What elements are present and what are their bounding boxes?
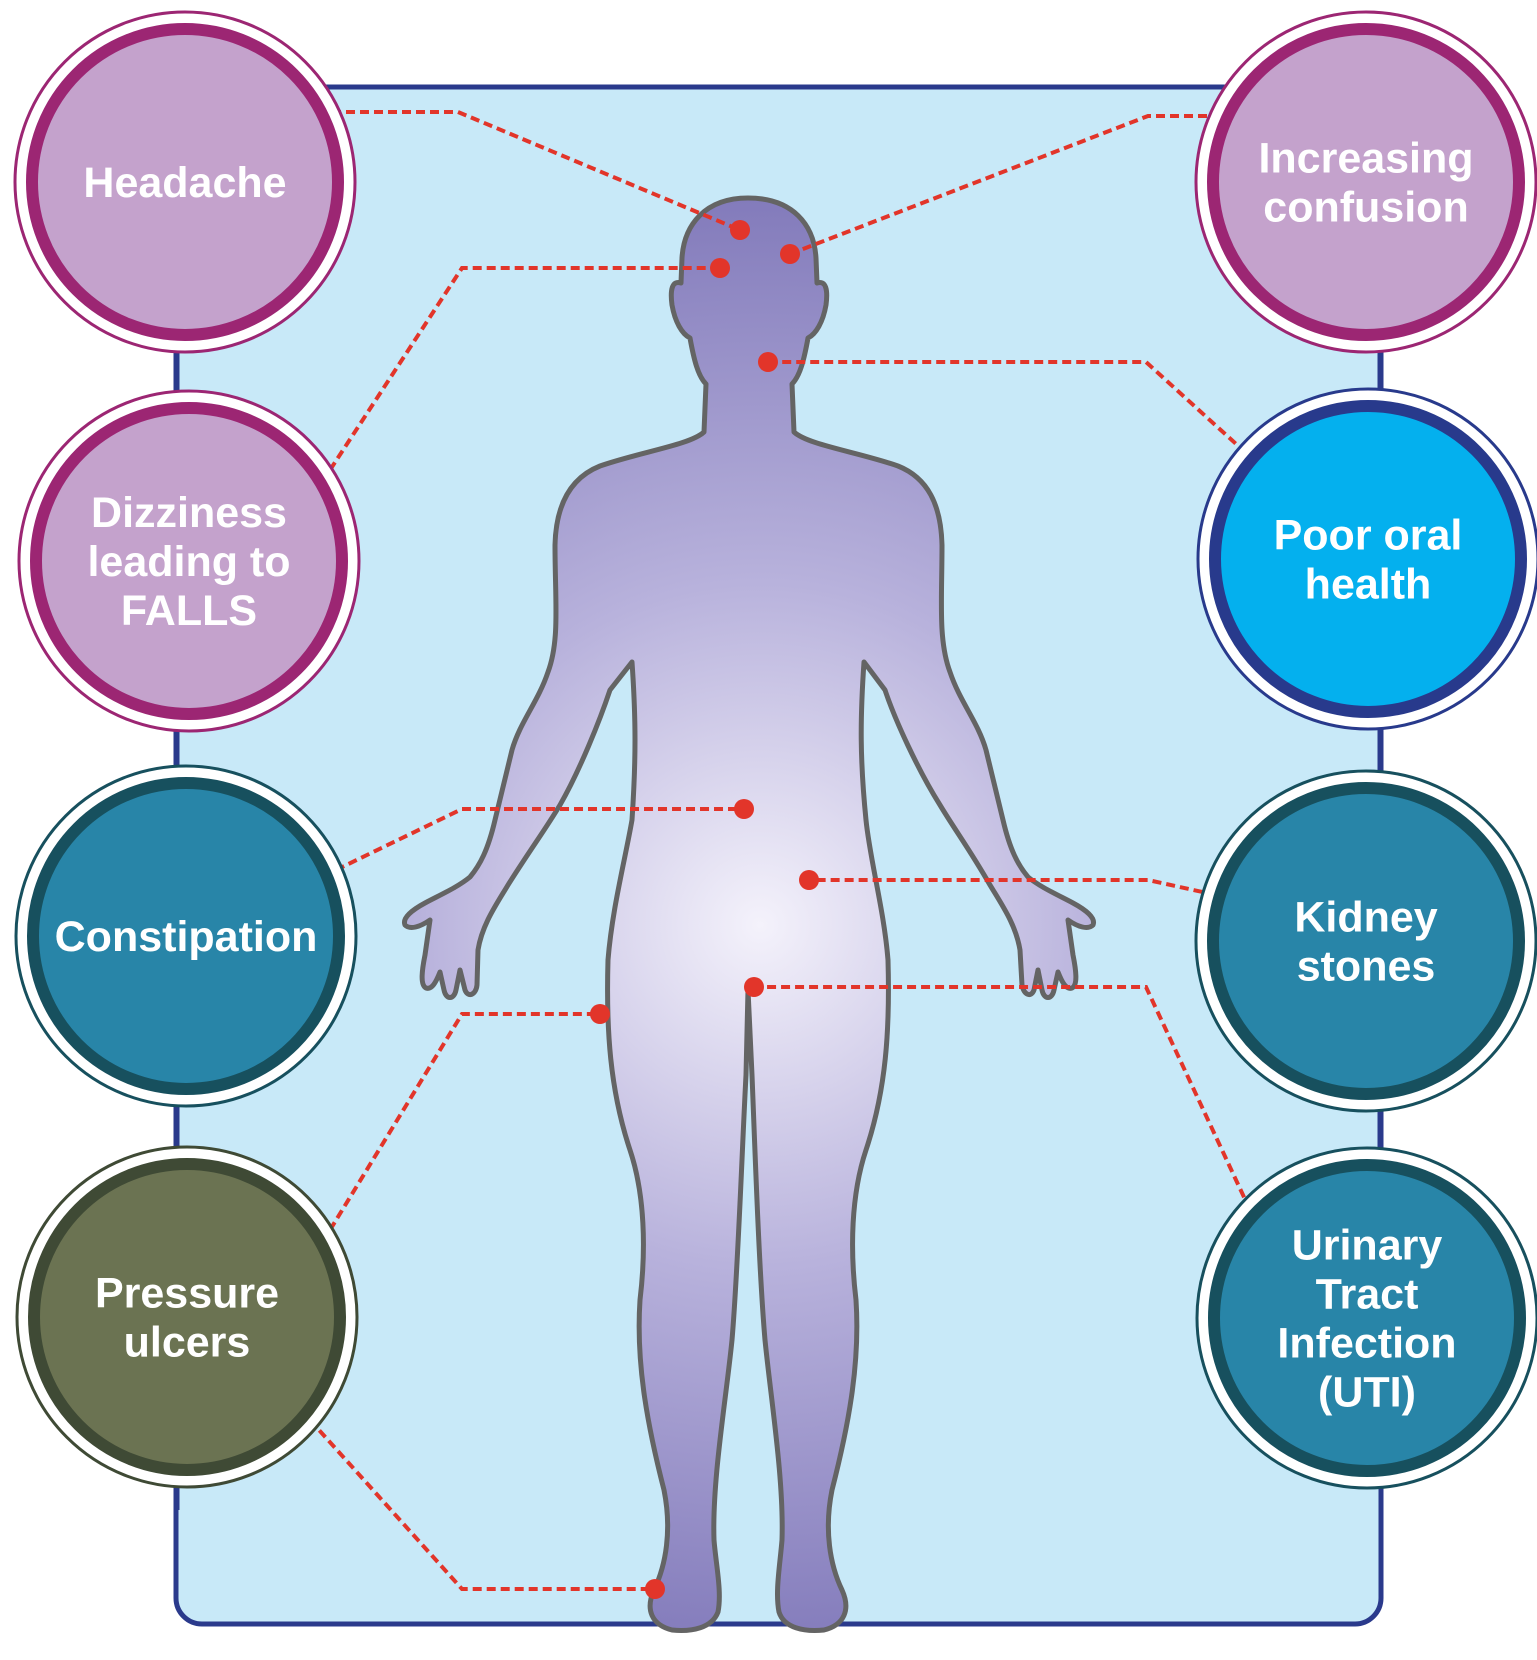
symptom-label-line: Infection bbox=[1277, 1320, 1456, 1368]
symptom-label-line: stones bbox=[1297, 943, 1436, 991]
symptom-label-line: (UTI) bbox=[1318, 1369, 1416, 1417]
head-point-dizziness bbox=[710, 258, 730, 278]
symptom-label-line: ulcers bbox=[124, 1319, 251, 1367]
symptom-label-line: FALLS bbox=[121, 587, 257, 635]
headache-circle: Headache bbox=[15, 12, 355, 352]
abdomen-point bbox=[734, 799, 754, 819]
head-point-headache bbox=[730, 220, 750, 240]
symptom-label-line: Poor oral bbox=[1274, 512, 1463, 560]
symptom-label-line: health bbox=[1305, 561, 1432, 609]
symptom-label-line: leading to bbox=[87, 538, 290, 586]
mouth-point bbox=[758, 352, 778, 372]
thigh-point bbox=[590, 1004, 610, 1024]
symptom-label-line: Constipation bbox=[55, 913, 318, 961]
symptom-label-line: confusion bbox=[1263, 184, 1468, 232]
symptom-label-line: Tract bbox=[1316, 1271, 1419, 1319]
symptom-label-line: Urinary bbox=[1292, 1222, 1443, 1270]
symptom-label-line: Dizziness bbox=[91, 489, 287, 537]
symptom-label-line: Increasing bbox=[1258, 135, 1473, 183]
symptom-label-line: Pressure bbox=[95, 1270, 279, 1318]
symptom-label-line: Headache bbox=[83, 159, 286, 207]
symptom-label-line: Kidney bbox=[1294, 894, 1437, 942]
heel-point bbox=[645, 1579, 665, 1599]
bladder-point bbox=[744, 977, 764, 997]
head-point-confusion bbox=[780, 244, 800, 264]
kidney-point bbox=[799, 870, 819, 890]
constipation-circle: Constipation bbox=[16, 766, 356, 1106]
